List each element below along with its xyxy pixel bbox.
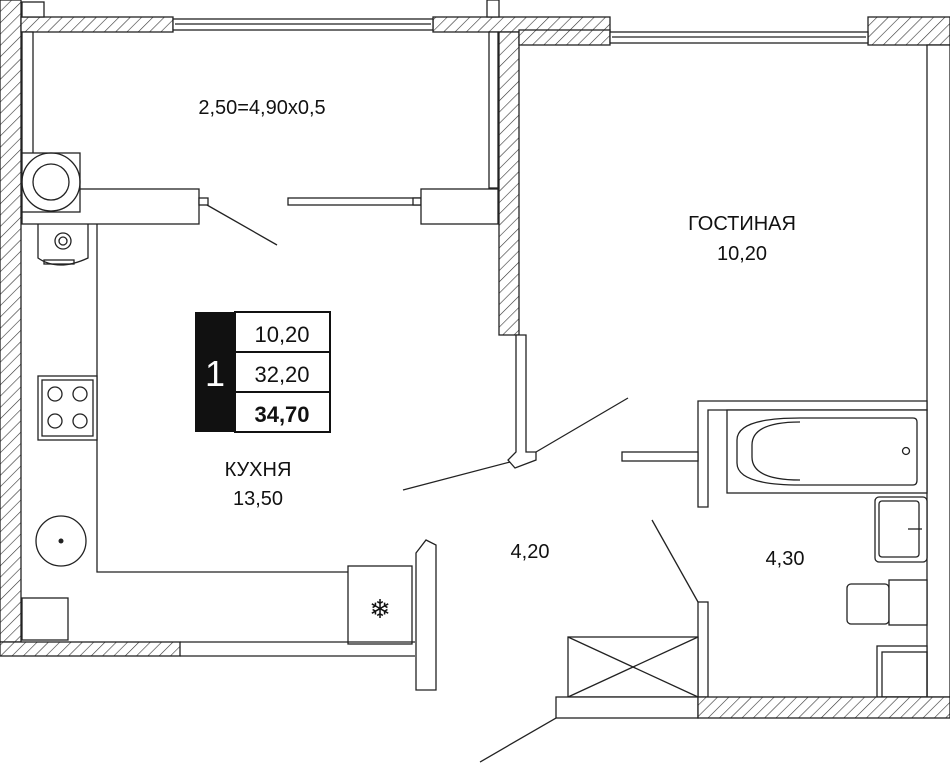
left-outer-wall <box>0 0 22 643</box>
bottom-right-wall <box>697 696 950 719</box>
living-room-area: 10,20 <box>717 243 767 265</box>
badge-living-area: 10,20 <box>254 322 309 347</box>
door-jamb <box>412 197 422 206</box>
badge-useful-area: 32,20 <box>254 362 309 387</box>
bathroom-cabinet <box>876 645 928 698</box>
boiler-icon <box>21 152 81 212</box>
bathroom-sink-icon <box>874 496 928 563</box>
balcony-top-wall-left <box>20 16 174 33</box>
living-door-swing <box>535 397 629 453</box>
stove-icon <box>37 375 98 441</box>
middle-wall <box>498 31 520 336</box>
badge-total-area: 34,70 <box>254 402 309 427</box>
entry-ledge <box>555 696 699 719</box>
balcony-left-post <box>21 31 34 155</box>
balcony-door-swing <box>206 204 278 246</box>
kitchen-name: КУХНЯ <box>225 459 292 481</box>
partition-stub <box>621 451 699 462</box>
balcony-right-post <box>488 31 499 189</box>
balcony-wall-right <box>420 188 499 225</box>
living-top-wall-right <box>867 16 950 46</box>
fridge-box <box>347 565 413 645</box>
bathroom-lower-wall <box>697 601 709 698</box>
balcony-label: 2,50=4,90x0,5 <box>198 97 325 119</box>
middle-wall-end <box>507 334 537 469</box>
cabinet <box>21 597 69 641</box>
kitchen-area: 13,50 <box>233 488 283 510</box>
bathroom-area: 4,30 <box>766 548 805 570</box>
bathtub-icon <box>726 409 928 494</box>
living-room-name: ГОСТИНАЯ <box>688 213 796 235</box>
kitchen-sink-icon <box>35 515 87 567</box>
right-wall <box>926 44 950 698</box>
bathroom-door-swing <box>651 519 699 603</box>
rooms-count: 1 <box>205 353 225 394</box>
kitchen-counter <box>96 224 348 573</box>
column-top-left <box>21 1 45 18</box>
water-heater-icon <box>37 224 89 266</box>
entry-wall <box>415 539 437 691</box>
living-top-wall-left <box>518 29 611 46</box>
toilet-tank <box>888 579 928 626</box>
toilet-icon <box>846 583 890 625</box>
balcony-sliding-door <box>287 197 422 206</box>
hall-area: 4,20 <box>511 541 550 563</box>
wall-stub <box>486 0 500 18</box>
door-jamb <box>198 197 209 206</box>
bottom-left-wall <box>0 641 181 657</box>
snowflake-icon: ❄ <box>369 594 391 624</box>
entry-door-swing <box>479 717 557 763</box>
area-badge: 1 10,20 32,20 34,70 <box>195 311 331 433</box>
bathroom-wall <box>697 400 928 508</box>
kitchen-door-swing <box>402 461 511 491</box>
